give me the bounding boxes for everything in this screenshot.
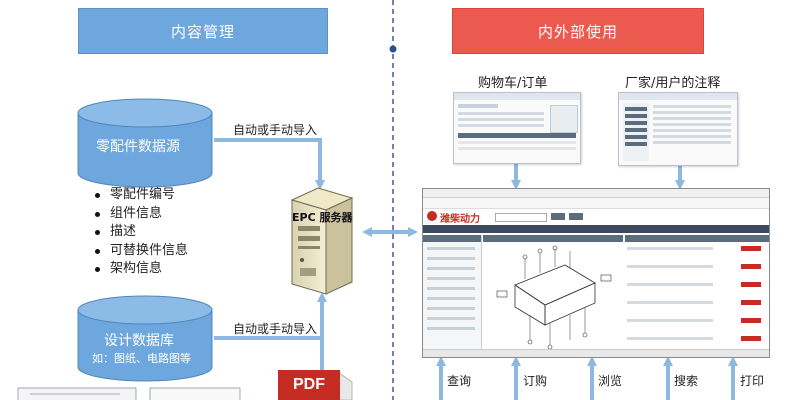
content-management-header: 内容管理 (78, 8, 328, 54)
brand-logo-icon (427, 211, 437, 221)
list-item: 描述 (92, 223, 188, 242)
parts-source-database-icon (77, 98, 213, 188)
function-browse: 浏览 (598, 374, 623, 388)
notes-screenshot (618, 92, 738, 166)
list-item: 架构信息 (92, 260, 188, 279)
epc-application-screenshot: 潍柴动力 (422, 188, 770, 358)
brand-name: 潍柴动力 (440, 214, 480, 225)
cart-order-caption: 购物车/订单 (478, 76, 548, 91)
doc-thumbnail-2 (149, 387, 241, 400)
pdf-page-icon (337, 371, 353, 400)
design-db-sublabel: 如：图纸、电路图等 (92, 352, 191, 365)
parts-attribute-list: 零配件编号 组件信息 描述 可替换件信息 架构信息 (92, 186, 188, 279)
cart-order-screenshot (453, 92, 581, 164)
epc-server-icon (290, 187, 354, 295)
function-search: 搜索 (674, 374, 699, 388)
list-item: 零配件编号 (92, 186, 188, 205)
design-database-icon (77, 295, 213, 382)
auto-import-label-top: 自动或手动导入 (233, 123, 318, 137)
epc-server-label: EPC 服务器 (292, 211, 353, 224)
exploded-engine-drawing-icon (496, 245, 612, 350)
pdf-badge: PDF (278, 370, 340, 400)
notes-caption: 厂家/用户的注释 (625, 76, 721, 91)
design-db-label: 设计数据库 (104, 333, 174, 349)
function-query: 查询 (447, 374, 472, 388)
auto-import-label-bottom: 自动或手动导入 (233, 322, 318, 336)
divider-dot-top (389, 45, 397, 53)
parts-source-label: 零配件数据源 (96, 139, 180, 155)
function-order: 订购 (523, 374, 548, 388)
internal-external-use-header: 内外部使用 (452, 8, 704, 54)
import-arrow-top (214, 138, 325, 190)
function-print: 打印 (740, 374, 765, 388)
list-item: 组件信息 (92, 205, 188, 224)
list-item: 可替换件信息 (92, 242, 188, 261)
